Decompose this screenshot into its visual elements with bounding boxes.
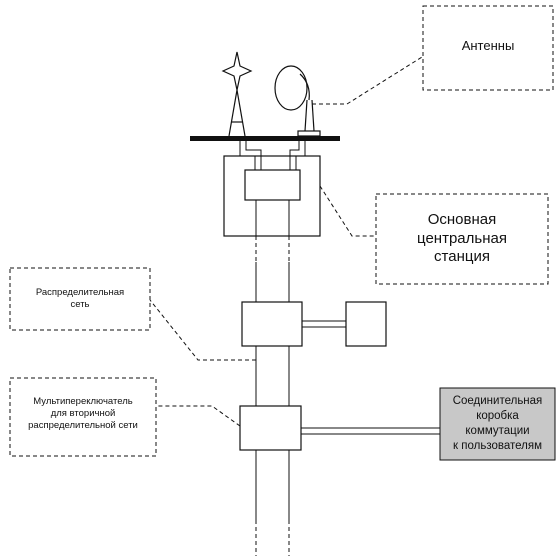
multiswitch-leader <box>156 405 241 427</box>
distribution-box <box>241 301 303 347</box>
headend-inner-box <box>244 169 301 201</box>
antenna-feed-cable <box>239 141 306 170</box>
trunk-cable <box>255 262 290 520</box>
distribution-line-2: сеть <box>70 299 90 310</box>
antennas-text: Антенны <box>461 37 515 53</box>
terrestrial-antenna-icon <box>221 51 253 137</box>
headend-internal-lines <box>255 200 290 236</box>
trunk-dashed-end <box>255 520 290 556</box>
distribution-leader <box>149 299 256 361</box>
junction-line-2: коробка <box>476 410 519 423</box>
multiswitch-callout-box <box>9 377 157 457</box>
main-station-line-1: Основная <box>427 210 497 228</box>
headend-outer-box <box>223 155 321 237</box>
antennas-leader <box>312 56 423 105</box>
main-station-line-3: станция <box>434 248 490 266</box>
main-station-line-2: центральная <box>417 229 507 247</box>
junction-label: Соединительная коробка коммутации к поль… <box>440 388 555 460</box>
headend-dashed-link <box>255 236 290 262</box>
multiswitch-box <box>239 405 302 451</box>
junction-box <box>439 387 556 461</box>
distribution-branch <box>302 320 346 328</box>
junction-line-3: коммутации <box>465 425 530 437</box>
distribution-label: Распределительная сеть <box>10 284 150 314</box>
junction-line-4: к пользователям <box>453 439 542 452</box>
antennas-label: Антенны <box>423 34 553 58</box>
multiswitch-branch <box>301 427 440 435</box>
distribution-line-1: Распределительная <box>35 287 125 299</box>
junction-line-1: Соединительная <box>452 395 543 408</box>
multiswitch-label: Мультипереключатель для вторичной распре… <box>10 392 156 436</box>
side-device-box <box>345 301 387 347</box>
multiswitch-line-2: для вторичной <box>50 408 116 420</box>
main-station-leader <box>319 185 376 237</box>
roof-bar <box>190 136 340 141</box>
multiswitch-line-3: распределительной сети <box>28 419 138 431</box>
main-station-callout-box <box>375 193 549 285</box>
satellite-dish-icon <box>274 65 321 137</box>
distribution-callout-box <box>9 267 151 331</box>
antennas-callout-box <box>422 5 554 91</box>
multiswitch-line-1: Мультипереключатель <box>33 396 133 408</box>
main-station-label: Основная центральная станция <box>376 204 548 274</box>
